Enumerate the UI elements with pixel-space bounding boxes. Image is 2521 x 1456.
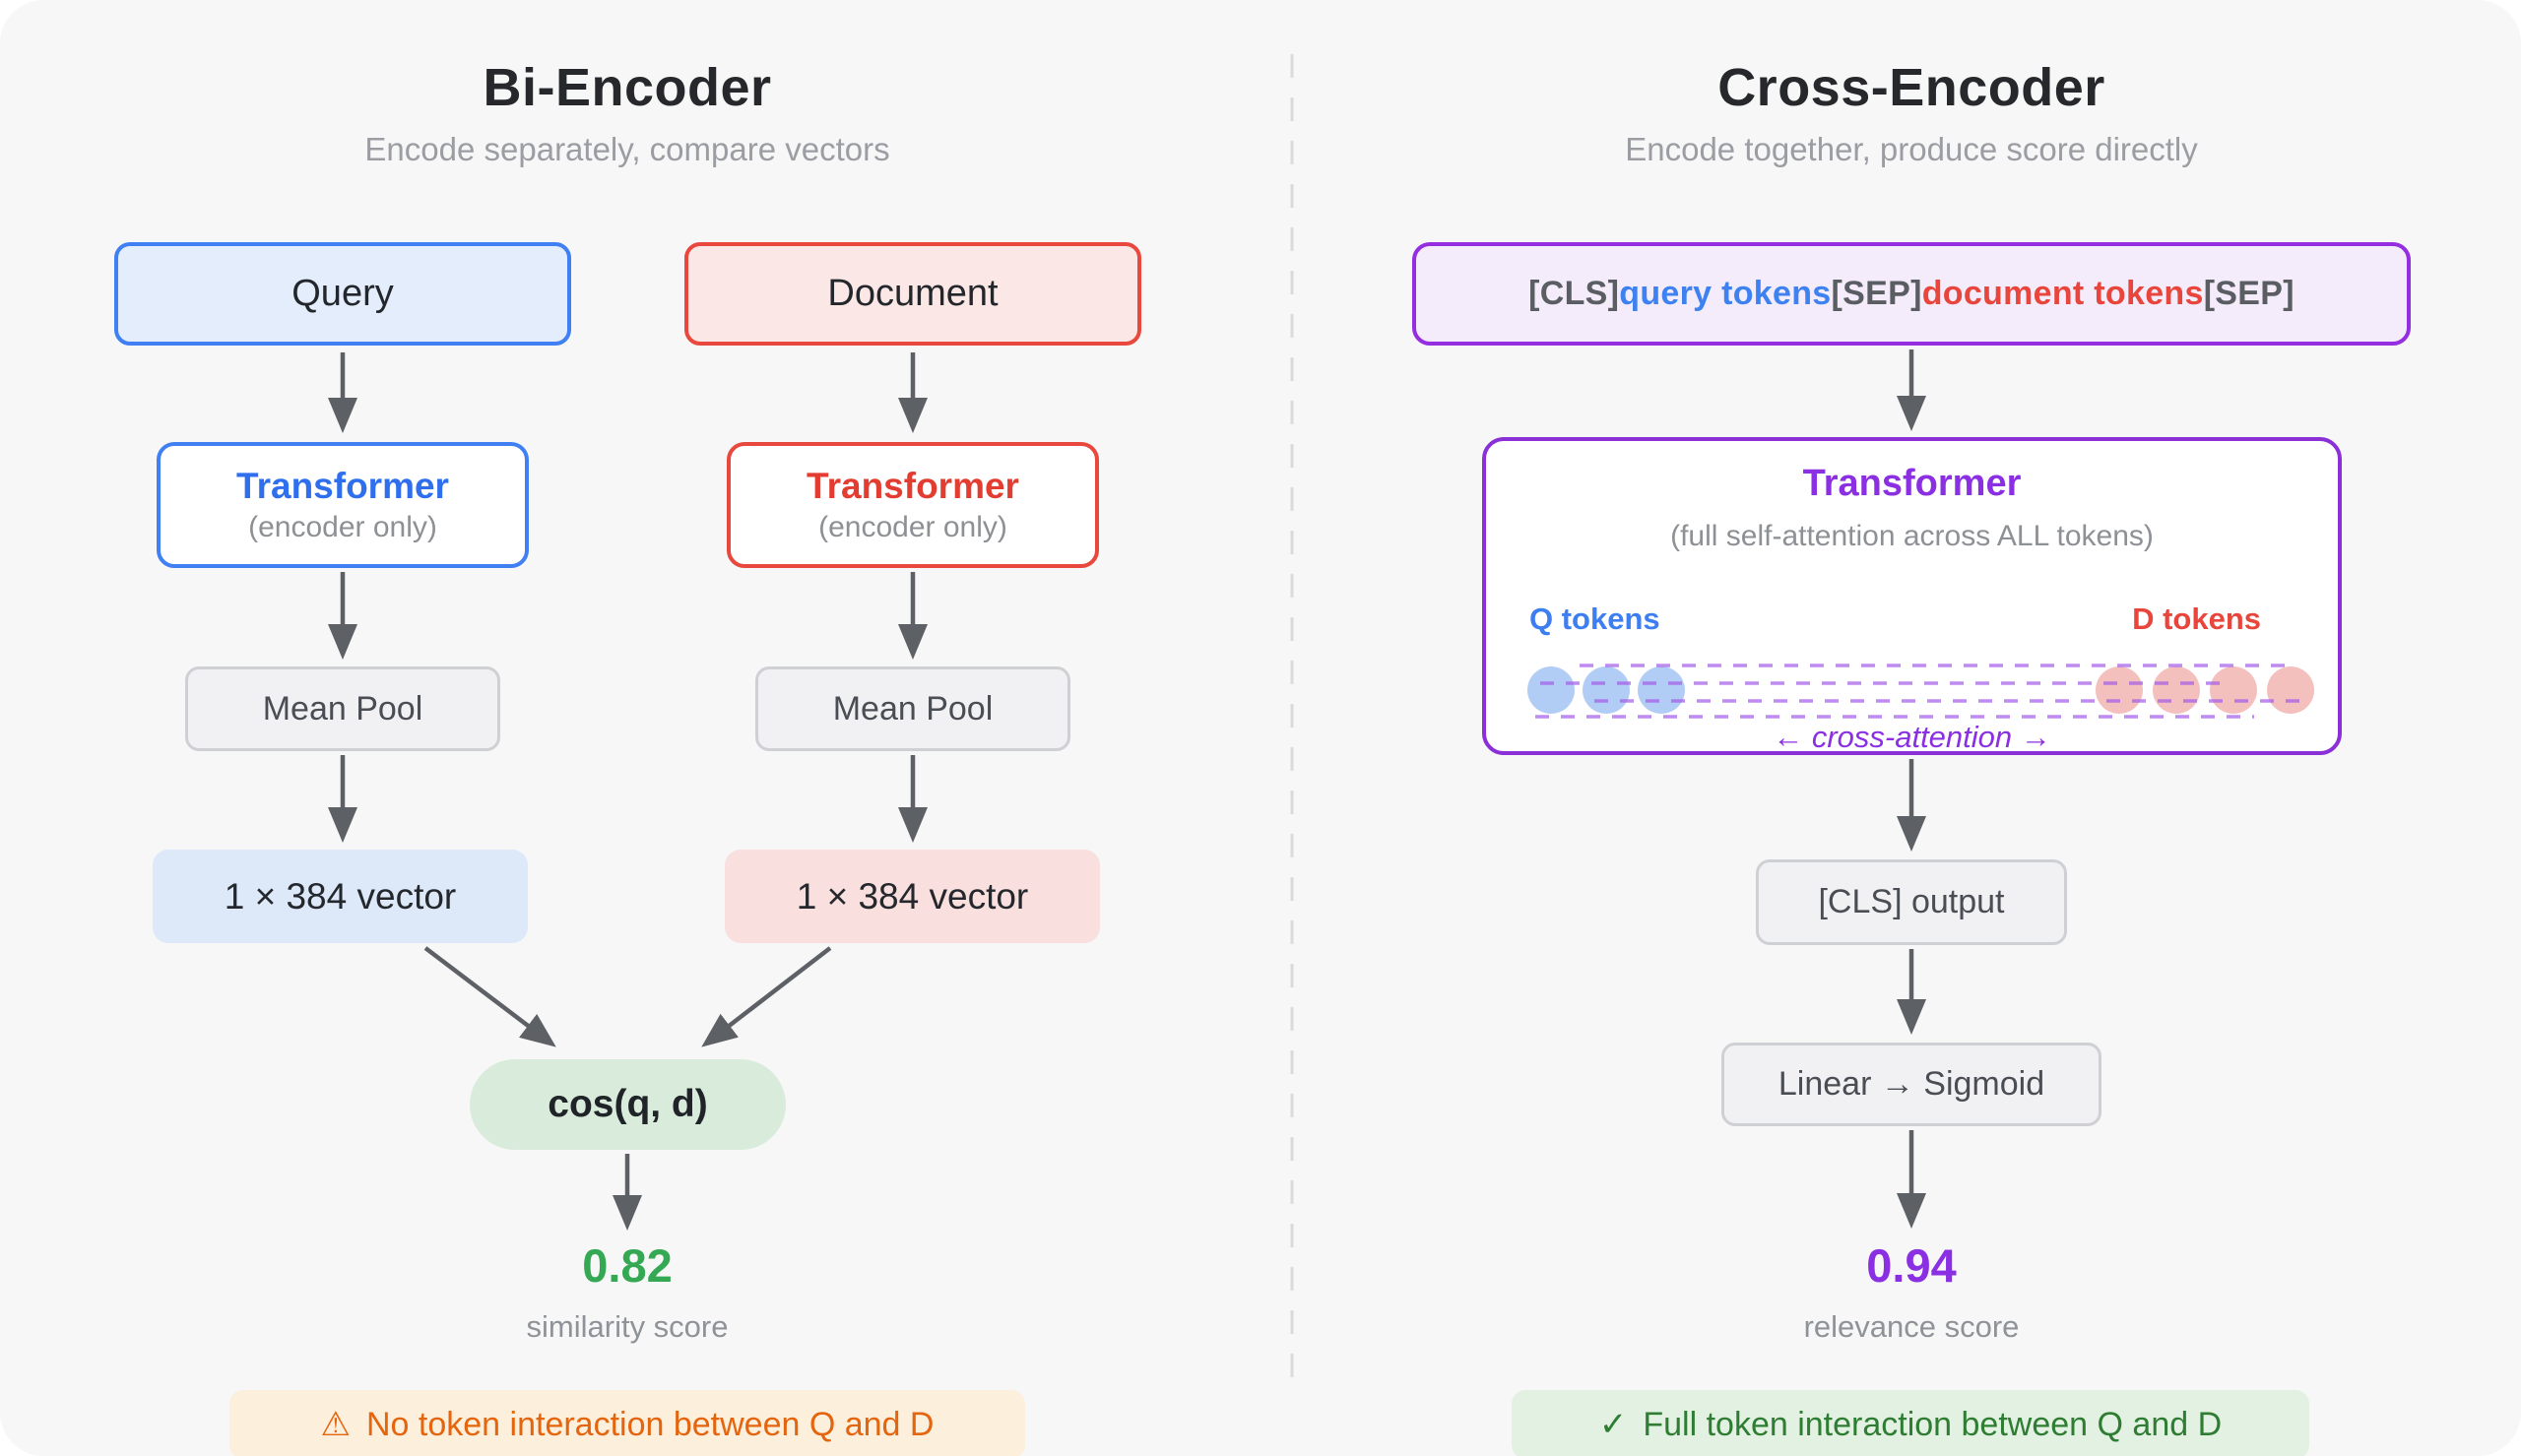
vector-query-label: 1 × 384 vector — [224, 875, 457, 917]
q-token-circle — [1583, 666, 1630, 714]
query-tokens-text: query tokens — [1619, 275, 1832, 312]
vector-document-label: 1 × 384 vector — [796, 875, 1029, 917]
query-label: Query — [291, 273, 394, 314]
cls-output-box: [CLS] output — [1756, 859, 2067, 945]
q-token-circle — [1638, 666, 1685, 714]
d-token-circle — [2267, 666, 2314, 714]
relevance-score-caption: relevance score — [1803, 1309, 2020, 1344]
cosine-similarity-label: cos(q, d) — [548, 1083, 708, 1125]
relevance-score-value: 0.94 — [1866, 1239, 1957, 1292]
d-token-circle — [2096, 666, 2143, 714]
cross-transformer-box: Transformer (full self-attention across … — [1482, 437, 2342, 755]
transformer-query-note: (encoder only) — [248, 511, 437, 543]
bi-encoder-title: Bi-Encoder — [483, 58, 772, 117]
transformer-query-title: Transformer — [236, 466, 449, 506]
bi-encoder-subtitle: Encode separately, compare vectors — [364, 131, 890, 167]
q-token-circle — [1527, 666, 1575, 714]
vector-document-box: 1 × 384 vector — [725, 850, 1100, 943]
mean-pool-document-label: Mean Pool — [832, 689, 994, 728]
document-label: Document — [827, 273, 999, 314]
cls-output-label: [CLS] output — [1818, 883, 2005, 920]
similarity-score-caption: similarity score — [526, 1309, 729, 1344]
q-tokens-label: Q tokens — [1529, 601, 1660, 636]
vector-query-box: 1 × 384 vector — [153, 850, 528, 943]
no-interaction-banner: ⚠ No token interaction between Q and D — [229, 1390, 1025, 1456]
cross-transformer-title: Transformer — [1802, 463, 2022, 504]
full-interaction-banner: ✓ Full token interaction between Q and D — [1512, 1390, 2309, 1456]
mean-pool-query-box: Mean Pool — [185, 666, 500, 751]
cross-attention-label: ← cross-attention → — [1773, 720, 2051, 754]
d-token-circle — [2153, 666, 2200, 714]
no-interaction-banner-text: No token interaction between Q and D — [366, 1405, 935, 1443]
sep-token-2: [SEP] — [2203, 275, 2295, 312]
full-interaction-banner-text: Full token interaction between Q and D — [1643, 1405, 2223, 1443]
transformer-document-title: Transformer — [807, 466, 1019, 506]
d-tokens-label: D tokens — [2132, 601, 2261, 636]
cross-transformer-note: (full self-attention across ALL tokens) — [1670, 520, 2154, 552]
transformer-query-box: Transformer (encoder only) — [157, 442, 529, 568]
d-token-circle — [2210, 666, 2257, 714]
mean-pool-document-box: Mean Pool — [755, 666, 1070, 751]
query-box: Query — [114, 242, 571, 346]
checkmark-icon: ✓ — [1598, 1406, 1628, 1443]
similarity-score-value: 0.82 — [582, 1239, 673, 1292]
linear-sigmoid-label: Linear → Sigmoid — [1778, 1065, 2045, 1103]
cross-encoder-subtitle: Encode together, produce score directly — [1625, 131, 2198, 167]
warning-icon: ⚠ — [320, 1406, 351, 1443]
concatenated-input-box: [CLS]query tokens[SEP]document tokens[SE… — [1412, 242, 2411, 346]
cosine-similarity-pill: cos(q, d) — [470, 1059, 786, 1150]
document-box: Document — [684, 242, 1141, 346]
mean-pool-query-label: Mean Pool — [262, 689, 423, 728]
cls-token: [CLS] — [1528, 275, 1620, 312]
document-tokens-text: document tokens — [1921, 275, 2204, 312]
linear-sigmoid-box: Linear → Sigmoid — [1721, 1043, 2101, 1126]
cross-encoder-title: Cross-Encoder — [1717, 58, 2105, 117]
sep-token-1: [SEP] — [1831, 275, 1922, 312]
transformer-document-note: (encoder only) — [818, 511, 1007, 543]
transformer-document-box: Transformer (encoder only) — [727, 442, 1099, 568]
